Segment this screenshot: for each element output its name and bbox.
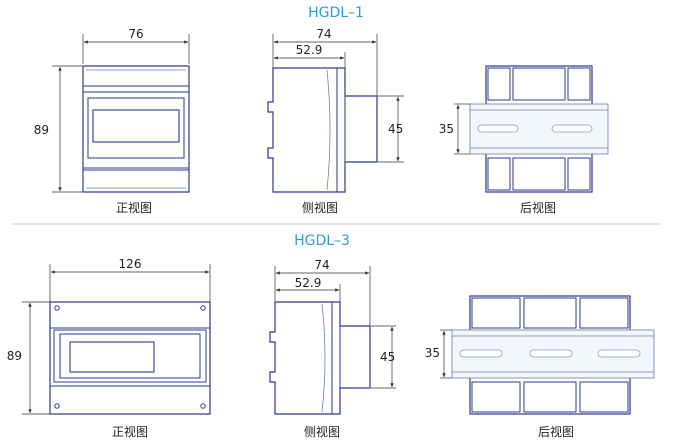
height-dimension: 89 xyxy=(34,123,49,137)
section-hgdl-3: HGDL–3 126 89 正视图 xyxy=(7,233,655,439)
section-title: HGDL–3 xyxy=(294,233,350,249)
total-depth-dimension: 74 xyxy=(314,258,329,272)
rail-width-dimension: 35 xyxy=(425,346,440,360)
rail-width-dimension: 35 xyxy=(439,122,454,136)
view-caption: 后视图 xyxy=(520,200,556,215)
view-caption: 侧视图 xyxy=(304,424,340,439)
partial-depth-dimension: 52.9 xyxy=(295,276,322,290)
side-view: 74 52.9 45 侧视图 xyxy=(267,27,404,215)
display-window xyxy=(92,109,180,143)
partial-depth-dimension: 52.9 xyxy=(296,43,323,57)
height-dimension: 89 xyxy=(7,349,22,363)
device-profile xyxy=(267,67,378,193)
view-caption: 正视图 xyxy=(116,200,152,215)
side-view: 74 52.9 45 侧视图 xyxy=(269,258,396,439)
back-view: 35 后视图 xyxy=(439,65,609,215)
back-view: 35 后视图 xyxy=(425,295,655,439)
total-depth-dimension: 74 xyxy=(316,27,331,41)
device-profile xyxy=(269,301,371,415)
front-view: 126 89 正视图 xyxy=(7,257,211,439)
section-hgdl-1: HGDL–1 76 89 正视图 xyxy=(34,5,609,215)
section-title: HGDL–1 xyxy=(308,5,364,21)
front-view: 76 89 正视图 xyxy=(34,27,190,215)
side-height-dimension: 45 xyxy=(388,122,403,136)
side-height-dimension: 45 xyxy=(380,350,395,364)
view-caption: 侧视图 xyxy=(302,200,338,215)
width-dimension: 126 xyxy=(119,257,142,271)
view-caption: 后视图 xyxy=(538,424,574,439)
display-window xyxy=(69,341,155,373)
width-dimension: 76 xyxy=(128,27,143,41)
view-caption: 正视图 xyxy=(112,424,148,439)
